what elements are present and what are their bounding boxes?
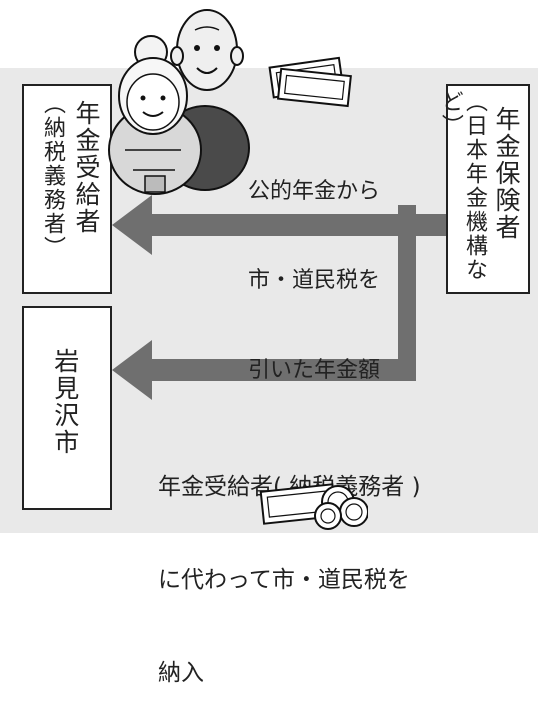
flow-arrows [112,195,446,400]
banknotes-icon [268,56,352,108]
city-box: 岩見沢市 [22,306,112,510]
pension-provider-box: 年金保険者 （日本年金機構など） [438,84,530,294]
top-flow-line2: 市・道民税を [248,268,381,294]
top-flow-line1: 公的年金から [248,179,381,205]
arrow-head-bottom [112,340,152,400]
arrow-head-top [112,195,152,255]
recipient-subtitle: （納税義務者） [40,92,65,260]
recipient-box: 年金受給者 （納税義務者） [22,84,112,294]
bottom-flow-label: 年金受給者( 納税義務者 ) に代わって市・道民税を 納入 [158,410,421,720]
city-title: 岩見沢市 [50,348,80,456]
top-flow-label: 公的年金から 市・道民税を 引いた年金額 [248,118,380,415]
money-coins-icon [259,483,368,530]
top-flow-line3: 引いた年金額 [248,357,381,383]
pension-provider-subtitle: （日本年金機構など） [437,90,487,282]
elderly-couple-illustration [108,9,250,195]
recipient-title: 年金受給者 [72,100,101,235]
pension-provider-title: 年金保険者 [492,106,521,241]
bottom-flow-line2: に代わって市・道民税を [158,567,410,594]
bottom-flow-line3: 納入 [158,660,204,687]
